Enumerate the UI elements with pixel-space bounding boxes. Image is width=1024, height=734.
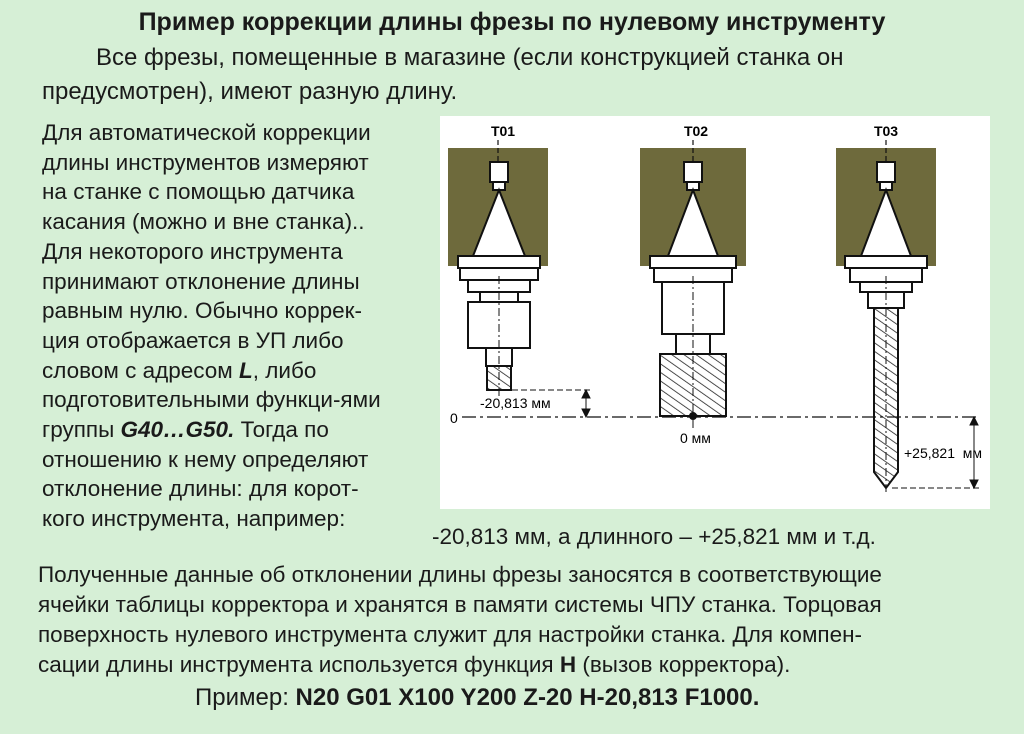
- bottom-line: Полученные данные об отклонении длины фр…: [38, 562, 882, 587]
- tool-label-t03: T03: [874, 123, 898, 139]
- example-code: N20 G01 X100 Y200 Z-20 H-20,813 F1000.: [295, 684, 760, 711]
- intro-line-2: предусмотрен), имеют разную длину.: [42, 78, 458, 105]
- g-codes: G40…G50.: [120, 417, 235, 443]
- para-line: ция отображается в УП либо: [42, 327, 344, 353]
- para-line: отклонение длины: для корот-: [42, 476, 359, 502]
- para-line: Для автоматической коррекции: [42, 120, 371, 145]
- example-prefix: Пример:: [195, 684, 296, 711]
- para-line: на станке с помощью датчика: [42, 179, 355, 205]
- short-offset-label: -20,813 мм: [480, 395, 551, 411]
- para-line: равным нулю. Обычно коррек-: [42, 298, 362, 324]
- para-text: словом с адресом: [42, 357, 239, 383]
- address-l: L: [239, 357, 253, 383]
- para-continuation: -20,813 мм, а длинного – +25,821 мм и т.…: [432, 524, 876, 549]
- para-line: длины инструментов измеряют: [42, 149, 369, 175]
- bottom-text: сации длины инструмента используется фун…: [38, 652, 560, 677]
- zero-offset-label: 0 мм: [680, 430, 711, 446]
- long-offset-unit: мм: [963, 445, 982, 461]
- explanation-paragraph: Для автоматической коррекции длины инстр…: [42, 118, 442, 534]
- para-text: Тогда по: [234, 417, 329, 443]
- para-text: группы: [42, 417, 121, 443]
- zero-axis-label: 0: [450, 410, 458, 426]
- example-line: Пример: N20 G01 X100 Y200 Z-20 H-20,813 …: [195, 684, 759, 712]
- intro-line-1: Все фрезы, помещенные в магазине (если к…: [96, 44, 844, 71]
- bottom-paragraph: Полученные данные об отклонении длины фр…: [38, 560, 1018, 680]
- tool-t01: [448, 140, 548, 398]
- tool-t02: [640, 140, 746, 428]
- long-offset-dimension: [892, 415, 980, 490]
- bottom-text: (вызов корректора).: [576, 652, 791, 677]
- bottom-line: сации длины инструмента используется фун…: [38, 650, 1018, 680]
- short-offset-dimension: [512, 388, 592, 419]
- para-line: подготовительными функци-ями: [42, 387, 381, 413]
- bottom-line: поверхность нулевого инструмента служит …: [38, 622, 863, 647]
- para-line: принимают отклонение длины: [42, 268, 360, 294]
- diagram-svg: T01 T02 T03: [448, 123, 982, 494]
- page-title: Пример коррекции длины фрезы по нулевому…: [138, 8, 886, 36]
- para-line: словом с адресом L, либо: [42, 356, 442, 386]
- para-line: кого инструмента, например:: [42, 506, 346, 532]
- para-line: касания (можно и вне станка)..: [42, 209, 365, 235]
- tool-length-diagram: T01 T02 T03: [440, 116, 990, 509]
- para-line: Для некоторого инструмента: [42, 238, 343, 264]
- tool-label-t02: T02: [684, 123, 708, 139]
- para-line: группы G40…G50. Тогда по: [42, 415, 442, 445]
- tool-t03: [836, 140, 936, 494]
- long-offset-label: +25,821: [904, 445, 955, 461]
- bottom-line: ячейки таблицы корректора и хранятся в п…: [38, 592, 882, 617]
- tool-label-t01: T01: [491, 123, 515, 139]
- function-h: H: [559, 652, 577, 677]
- para-line: отношению к нему определяют: [42, 446, 369, 472]
- para-text: , либо: [252, 357, 317, 383]
